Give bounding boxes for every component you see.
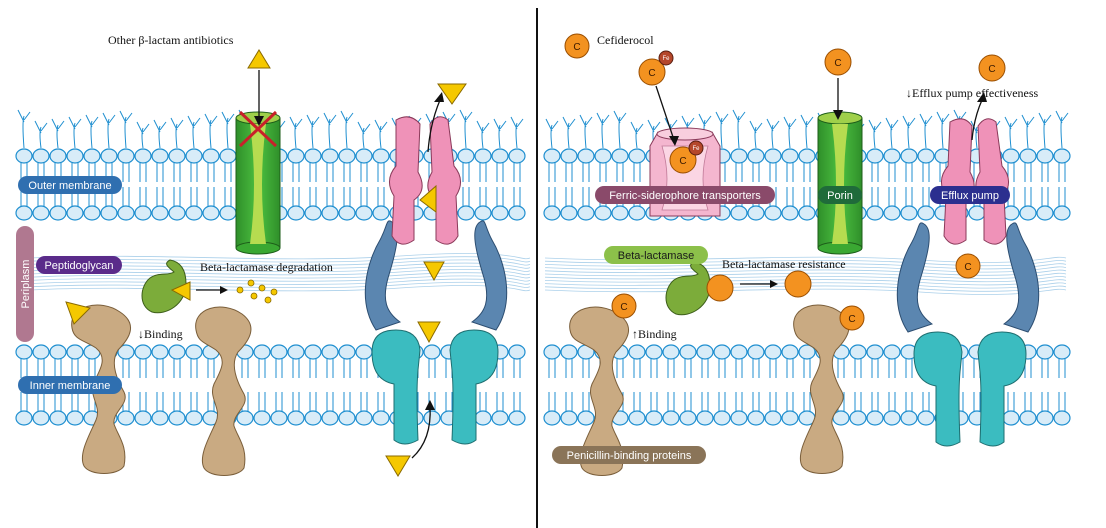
cefiderocol-iron-molecule: C Fe (669, 140, 704, 174)
molecule-c-label: C (964, 262, 971, 273)
other-beta-lactam-label: Other β-lactam antibiotics (108, 33, 234, 47)
porin-blocked (235, 111, 281, 255)
degraded-fragments (236, 279, 278, 304)
uptake-arrow (655, 85, 675, 141)
efflux-pump-right (896, 118, 1040, 447)
svg-text:Ferric-siderophore transporter: Ferric-siderophore transporters (609, 190, 761, 202)
antibiotic-triangle-icon (170, 281, 191, 301)
arrowhead-icon (669, 136, 679, 146)
ferric-transporter-label: Ferric-siderophore transporters (595, 186, 775, 204)
svg-text:Outer membrane: Outer membrane (28, 180, 111, 192)
arrowhead-icon (977, 92, 987, 102)
peptidoglycan-label: Peptidoglycan (36, 256, 122, 274)
svg-text:Inner membrane: Inner membrane (30, 380, 111, 392)
molecule-c-label: C (834, 58, 841, 69)
antibiotic-triangle-icon (417, 321, 441, 344)
antibiotic-triangle-icon (419, 184, 437, 213)
svg-text:Efflux pump: Efflux pump (941, 190, 999, 202)
beta-lactamase-label: Beta-lactamase (604, 246, 708, 264)
efflux-arrow (971, 99, 983, 141)
cefiderocol-iron-molecule: C Fe (638, 50, 674, 86)
cefiderocol-molecule: C (824, 48, 852, 76)
molecule-c-label: C (988, 64, 995, 75)
lipopolysaccharide-layer (17, 109, 1069, 149)
binding-decrease-label: ↓Binding (138, 327, 183, 341)
export-arrow (427, 99, 441, 153)
pbp-right-1 (569, 306, 629, 476)
molecule-c-label: C (573, 42, 580, 53)
periplasm-label: Periplasm (16, 226, 34, 342)
svg-text:Porin: Porin (827, 190, 853, 202)
inner-membrane-label: Inner membrane (18, 376, 122, 394)
resistance-label: Beta-lactamase resistance (722, 257, 846, 271)
antibiotic-triangle-icon (65, 301, 91, 325)
antibiotic-triangle-icon (385, 455, 411, 477)
cefiderocol-molecule (706, 274, 734, 302)
inner-membrane-bilayer (15, 344, 1071, 426)
pbp-left-2 (195, 306, 252, 476)
blocked-cross-icon (238, 110, 278, 148)
arrowhead-icon (254, 116, 264, 126)
peptidoglycan-layer (29, 253, 1067, 295)
cefiderocol-molecule: C (564, 33, 590, 59)
cefiderocol-label: Cefiderocol (597, 33, 654, 47)
molecule-c-label: C (848, 314, 855, 325)
cefiderocol-molecule: C (978, 54, 1006, 82)
arrowhead-icon (425, 400, 435, 410)
arrowhead-icon (220, 286, 228, 294)
cefiderocol-molecule: C (955, 253, 981, 279)
cefiderocol-molecule: C (839, 305, 865, 331)
degradation-label: Beta-lactamase degradation (200, 260, 333, 274)
svg-text:Beta-lactamase: Beta-lactamase (618, 250, 694, 262)
svg-text:Periplasm: Periplasm (20, 260, 32, 309)
arrowhead-icon (833, 110, 843, 120)
molecule-c-label: C (620, 302, 627, 313)
molecule-c-label: C (679, 156, 686, 167)
antibiotic-triangle-icon (437, 83, 467, 105)
binding-increase-label: ↑Binding (632, 327, 677, 341)
molecule-c-label: C (648, 68, 655, 79)
efflux-pump-left (364, 116, 508, 445)
porin-label: Porin (818, 186, 862, 204)
export-arrow (411, 405, 431, 459)
svg-text:Peptidoglycan: Peptidoglycan (44, 260, 113, 272)
outer-membrane-bilayer (15, 148, 1071, 221)
cefiderocol-molecule: C (611, 293, 637, 319)
cefiderocol-molecule (784, 270, 812, 298)
svg-text:Penicillin-binding proteins: Penicillin-binding proteins (567, 450, 692, 462)
arrowhead-icon (434, 92, 444, 102)
molecule-fe-label: Fe (662, 56, 670, 62)
molecule-fe-label: Fe (692, 146, 700, 152)
antibiotic-triangle-icon (423, 261, 445, 282)
arrowhead-icon (770, 280, 778, 288)
outer-membrane-label: Outer membrane (18, 176, 122, 194)
beta-lactamase-right (665, 261, 711, 316)
pbp-right-2 (793, 304, 850, 474)
antibiotic-triangle-icon (247, 49, 271, 69)
efflux-pump-label: Efflux pump (930, 186, 1010, 204)
porin-right (817, 111, 863, 255)
efflux-effectiveness-label: ↓Efflux pump effectiveness (906, 86, 1039, 100)
pbp-label: Penicillin-binding proteins (552, 446, 706, 464)
beta-lactamase-left (141, 259, 187, 314)
